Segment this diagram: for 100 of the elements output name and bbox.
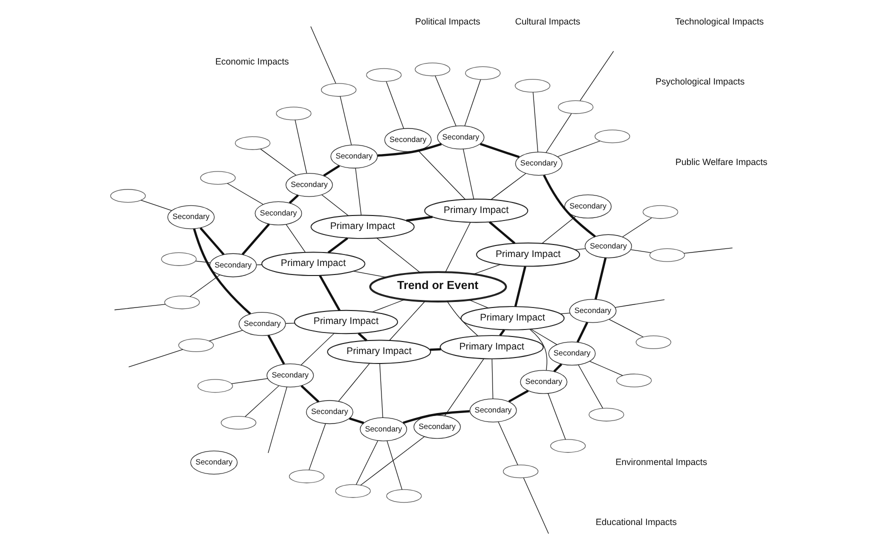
connector [372,299,404,312]
connector [308,423,326,470]
node-ellipse [275,106,311,120]
connector [310,26,336,84]
connector [530,328,557,345]
connector [444,222,470,272]
connector [354,168,361,216]
connector [406,216,432,222]
node-ellipse [635,335,671,350]
label: Psychological Impacts [654,76,744,87]
connector [388,300,425,341]
connector [462,148,474,200]
label: Technological Impacts [674,16,764,27]
connector [320,194,348,216]
node-ellipse [110,189,146,203]
connector [417,150,466,200]
node-ellipse [464,66,500,80]
connector [322,164,340,177]
connector [528,328,547,371]
connector [491,358,493,400]
node-ellipse: Primary Impact [460,306,564,330]
connector [327,237,348,254]
connector [579,50,614,102]
node-ellipse: Primary Impact [424,198,528,223]
node-ellipse: Primary Impact [310,214,414,239]
node-ellipse [386,489,422,503]
connector [545,113,572,153]
connector [378,363,383,418]
label: Environmental Impacts [614,456,707,467]
label: Economic Impacts [214,56,288,67]
connector [267,386,287,454]
connector [386,440,402,490]
connector [556,140,600,157]
node-ellipse [514,78,550,93]
connector [614,299,664,308]
connector [446,301,478,336]
connector [541,216,576,244]
connector [498,329,505,336]
connector [490,173,526,200]
node-ellipse [196,379,232,393]
connector [300,385,319,403]
node-ellipse: Primary Impact [326,340,431,364]
connector [318,275,340,311]
connector [574,248,586,250]
connector [199,227,224,256]
connector [241,223,270,256]
connector [385,81,404,129]
node-ellipse [502,464,538,478]
node-ellipse [642,205,678,219]
connector [114,304,166,310]
node-ellipse [414,62,450,76]
connector [244,385,279,417]
connector [542,174,596,238]
connector [360,436,424,486]
connector [294,120,306,174]
connector [128,349,183,368]
connector [376,238,420,273]
node-ellipse [616,374,652,388]
node-ellipse: Primary Impact [260,252,365,276]
label: Public Welfare Impacts [674,156,767,167]
node-ellipse [366,68,402,82]
connector [472,264,500,275]
connector [588,360,622,376]
label: Educational Impacts [595,516,676,527]
connector [285,224,306,252]
connector [560,312,570,314]
connector [377,143,442,157]
connector [429,348,440,351]
connector [192,228,251,315]
connector [338,363,370,402]
connector [355,440,378,485]
label: Cultural Impacts [514,16,580,27]
connector [288,194,298,204]
connector [577,364,603,409]
node-ellipse: Primary Impact [439,335,544,360]
connector [683,248,732,254]
node-ellipse: Primary Impact [294,310,398,334]
connector [444,358,484,416]
node-ellipse [557,100,593,114]
node-ellipse: Trend or Event [368,271,506,302]
connector [514,266,526,307]
connector [622,218,652,238]
connector [348,417,364,424]
connector [608,318,644,338]
connector [522,478,548,534]
node-ellipse [164,296,200,310]
connector [532,92,538,152]
connector [140,200,172,211]
connector [266,334,284,365]
node-ellipse [220,416,256,430]
connector [508,390,528,403]
connector [339,96,352,146]
node-ellipse [234,136,270,150]
connector [464,79,480,126]
label: Political Impacts [414,16,480,27]
node-ellipse [594,130,630,144]
node-ellipse [334,484,370,498]
connector [488,221,515,244]
connector [357,332,367,342]
connector [498,422,518,466]
